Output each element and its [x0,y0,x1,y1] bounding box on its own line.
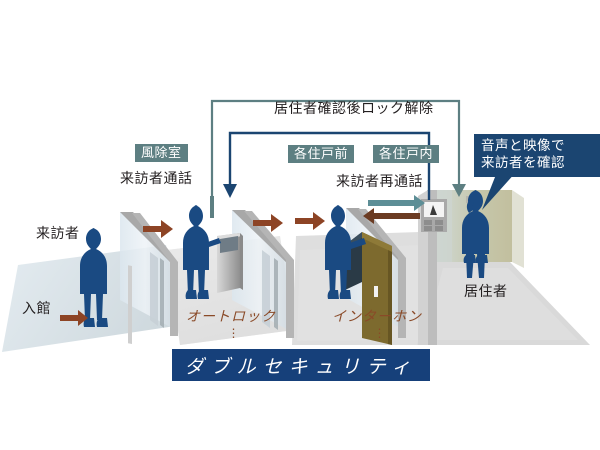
connector-unlock-arrowhead [452,184,466,197]
caption-enter-building: 入館 [22,302,51,317]
caption-resident: 居住者 [464,285,508,300]
connector-recall [228,131,431,200]
person-visitor-door [325,205,366,299]
room-tag-vestibule: 風除室 [135,144,188,162]
system-dots-intercom: ⋮ [373,326,387,340]
intercom-monitor [421,199,447,232]
glass-door-entry [120,212,178,345]
flow-arrow-3 [295,212,325,230]
caption-visitor-call: 来訪者通話 [120,172,193,187]
callout-line-1: 音声と映像で [481,138,565,153]
connector-unlock-tail [210,196,214,218]
caption-visitor: 来訪者 [36,227,80,242]
caption-visitor-recall: 来訪者再通話 [336,175,423,190]
apartment-door [345,232,392,345]
connector-unlock [210,99,461,197]
room-tag-dwelling-inside: 各住戸内 [373,145,440,163]
person-visitor-outside [80,228,108,327]
flow-arrow-entry-marker [60,310,88,326]
flow-arrow-1 [143,220,173,238]
glass-door-vestibule [232,210,294,338]
resident-floor [417,262,590,345]
flow-arrow-2 [253,214,283,232]
auto-lock-panel [217,233,243,293]
callout-tail [482,172,516,210]
connector-recall-arrowhead [223,184,237,198]
room-tag-dwelling-front: 各住戸前 [288,145,355,163]
person-visitor-autolock [183,205,221,299]
arrow-video-to-resident [368,195,425,211]
double-security-banner: ダブルセキュリティ [172,349,430,381]
callout-line-2: 来訪者を確認 [481,154,565,170]
system-label-auto-lock: オートロック [186,310,276,325]
caption-unlock-after-check: 居住者確認後ロック解除 [274,102,434,117]
system-dots-auto-lock: ⋮ [227,326,241,340]
callout-verify-visitor: 音声と映像で 来訪者を確認 [474,134,600,177]
system-label-intercom: インターホン [332,310,422,325]
person-resident [462,190,489,278]
arrow-audio-from-resident [363,208,420,224]
